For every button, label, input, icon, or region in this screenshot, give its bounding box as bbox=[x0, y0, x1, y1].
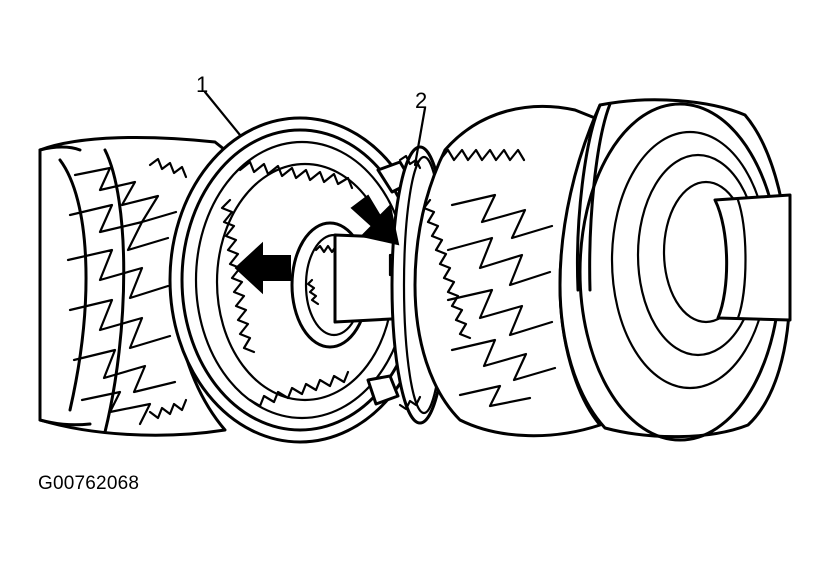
callout-2: 2 bbox=[415, 88, 428, 113]
right-drum bbox=[558, 98, 792, 442]
right-gear bbox=[413, 104, 602, 438]
leader-line-2 bbox=[413, 106, 427, 167]
arrow-down-right-icon bbox=[350, 194, 400, 246]
callout-1: 1 bbox=[196, 72, 209, 97]
arrow-left-icon bbox=[234, 241, 291, 295]
figure-code: G00762068 bbox=[38, 473, 140, 494]
leader-line-1 bbox=[203, 90, 242, 137]
